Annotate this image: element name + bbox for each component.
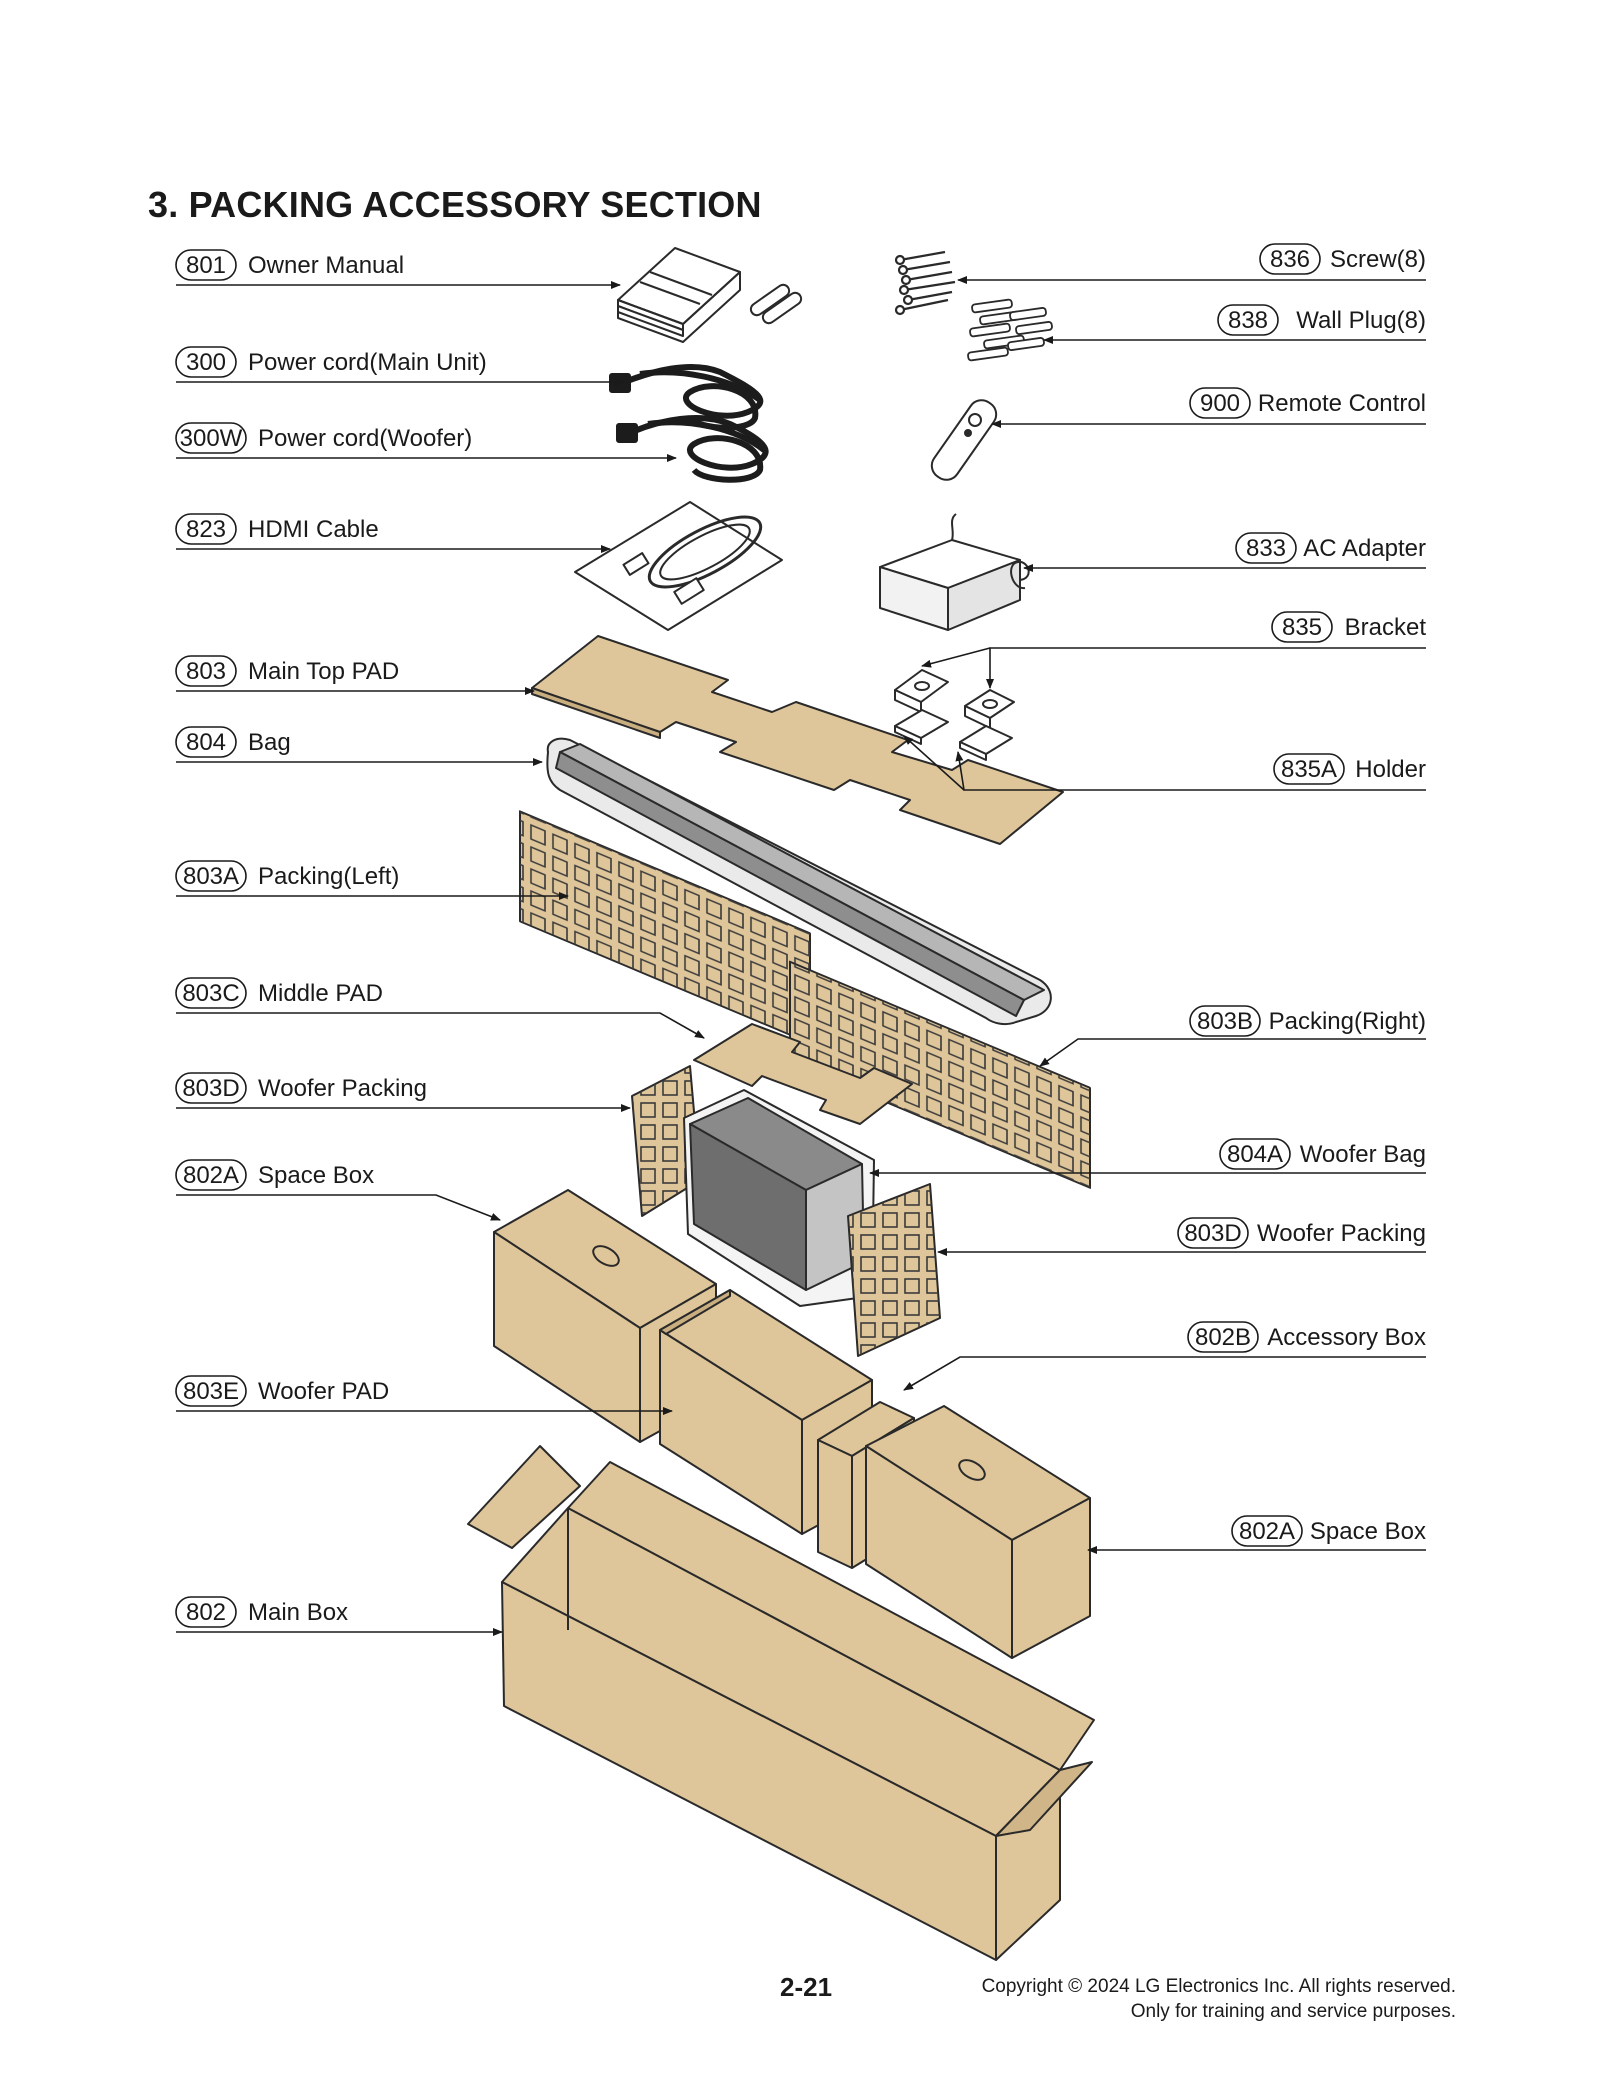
callout-835a: 835A Holder [1273,753,1426,785]
svg-text:802A: 802A [183,1162,239,1189]
main-top-pad-part [531,635,1064,845]
callout-803c: 803C Middle PAD [175,977,383,1009]
leader-835a [986,647,1426,689]
callout-300: 300 Power cord(Main Unit) [175,346,487,378]
callout-900: 900 Remote Control [1189,387,1426,419]
svg-text:804A: 804A [1227,1141,1283,1168]
svg-text:Packing(Left): Packing(Left) [258,863,399,890]
middle-pad-part [693,1023,913,1125]
leader-802b [903,1356,1426,1391]
svg-text:804: 804 [186,729,226,756]
callout-803: 803 Main Top PAD [175,655,399,687]
svg-text:300: 300 [186,349,226,376]
callout-801: 801 Owner Manual [175,249,404,281]
leader-803b [1039,1038,1426,1067]
callout-802b: 802B Accessory Box [1187,1321,1426,1353]
leader-803c [176,1012,705,1039]
svg-text:Space Box: Space Box [1310,1518,1426,1545]
callout-833: 833 AC Adapter [1235,532,1426,564]
callout-802: 802 Main Box [175,1596,348,1628]
page-number: 2-21 [780,1972,833,2002]
svg-text:Woofer Packing: Woofer Packing [1257,1220,1426,1247]
remote-control-part [930,399,998,481]
svg-text:Woofer PAD: Woofer PAD [258,1378,389,1405]
svg-text:Power cord(Woofer): Power cord(Woofer) [258,425,472,452]
svg-text:Woofer Bag: Woofer Bag [1300,1141,1426,1168]
svg-text:803B: 803B [1197,1008,1253,1035]
callout-835: 835 Bracket [1271,611,1427,643]
callout-803e: 803E Woofer PAD [175,1375,389,1407]
callout-838: 838 Wall Plug(8) [1217,304,1426,336]
svg-text:836: 836 [1270,246,1310,273]
svg-text:Packing(Right): Packing(Right) [1269,1008,1426,1035]
svg-text:833: 833 [1246,535,1286,562]
leader-802a-left [176,1194,501,1221]
wall-plugs-part [967,298,1053,362]
brackets-part [894,669,1015,729]
svg-text:900: 900 [1200,390,1240,417]
svg-text:HDMI Cable: HDMI Cable [248,516,379,543]
svg-text:803C: 803C [182,980,239,1007]
svg-text:803A: 803A [183,863,239,890]
screws-part [894,250,956,316]
main-box-part [467,1445,1095,1961]
svg-text:835: 835 [1282,614,1322,641]
callout-836: 836 Screw(8) [1259,243,1426,275]
svg-text:Accessory Box: Accessory Box [1267,1324,1426,1351]
svg-text:Main Top PAD: Main Top PAD [248,658,399,685]
space-box-right-part [865,1405,1091,1659]
svg-text:Bracket: Bracket [1345,614,1427,641]
svg-text:801: 801 [186,252,226,279]
svg-text:823: 823 [186,516,226,543]
svg-text:300W: 300W [180,425,243,452]
svg-text:Power cord(Main Unit): Power cord(Main Unit) [248,349,487,376]
svg-text:803: 803 [186,658,226,685]
owner-manual-part [617,247,741,343]
callout-300w: 300W Power cord(Woofer) [175,422,472,454]
svg-text:803D: 803D [1184,1220,1241,1247]
copyright-notice: Copyright © 2024 LG Electronics Inc. All… [982,1974,1456,2024]
callout-802a-left: 802A Space Box [175,1159,374,1191]
svg-text:802A: 802A [1239,1518,1295,1545]
svg-text:Main Box: Main Box [248,1599,348,1626]
holders-part [894,709,1013,761]
power-cord-main-part [609,364,764,431]
svg-text:Bag: Bag [248,729,291,756]
callout-802a-right: 802A Space Box [1231,1515,1426,1547]
svg-text:802B: 802B [1195,1324,1251,1351]
leader-835b [921,647,991,668]
svg-text:Middle PAD: Middle PAD [258,980,383,1007]
svg-text:Remote Control: Remote Control [1258,390,1426,417]
callout-803a: 803A Packing(Left) [175,860,399,892]
svg-text:Wall Plug(8): Wall Plug(8) [1296,307,1426,334]
leader-835d [903,735,965,791]
page-title: 3. PACKING ACCESSORY SECTION [148,184,762,225]
callout-823: 823 HDMI Cable [175,513,379,545]
svg-text:Owner Manual: Owner Manual [248,252,404,279]
usage-notice-line: Only for training and service purposes. [1130,2001,1456,2022]
svg-text:Holder: Holder [1355,756,1426,783]
copyright-line: Copyright © 2024 LG Electronics Inc. All… [981,1976,1456,1997]
ac-adapter-part [879,513,1030,631]
svg-text:Woofer Packing: Woofer Packing [258,1075,427,1102]
svg-text:835A: 835A [1281,756,1337,783]
callout-804a: 804A Woofer Bag [1219,1138,1426,1170]
svg-text:803E: 803E [183,1378,239,1405]
woofer-bag-part [683,1089,875,1307]
callout-804: 804 Bag [175,726,291,758]
callout-803d-left: 803D Woofer Packing [175,1072,427,1104]
callout-803b: 803B Packing(Right) [1189,1005,1426,1037]
callout-803d-right: 803D Woofer Packing [1177,1217,1426,1249]
svg-text:802: 802 [186,1599,226,1626]
batteries-part [749,283,803,325]
svg-text:Screw(8): Screw(8) [1330,246,1426,273]
svg-text:803D: 803D [182,1075,239,1102]
bag-part [546,737,1052,1026]
svg-text:AC Adapter: AC Adapter [1303,535,1426,562]
power-cord-woofer-part [616,415,769,483]
svg-text:838: 838 [1228,307,1268,334]
hdmi-cable-part [574,501,783,631]
svg-text:Space Box: Space Box [258,1162,374,1189]
